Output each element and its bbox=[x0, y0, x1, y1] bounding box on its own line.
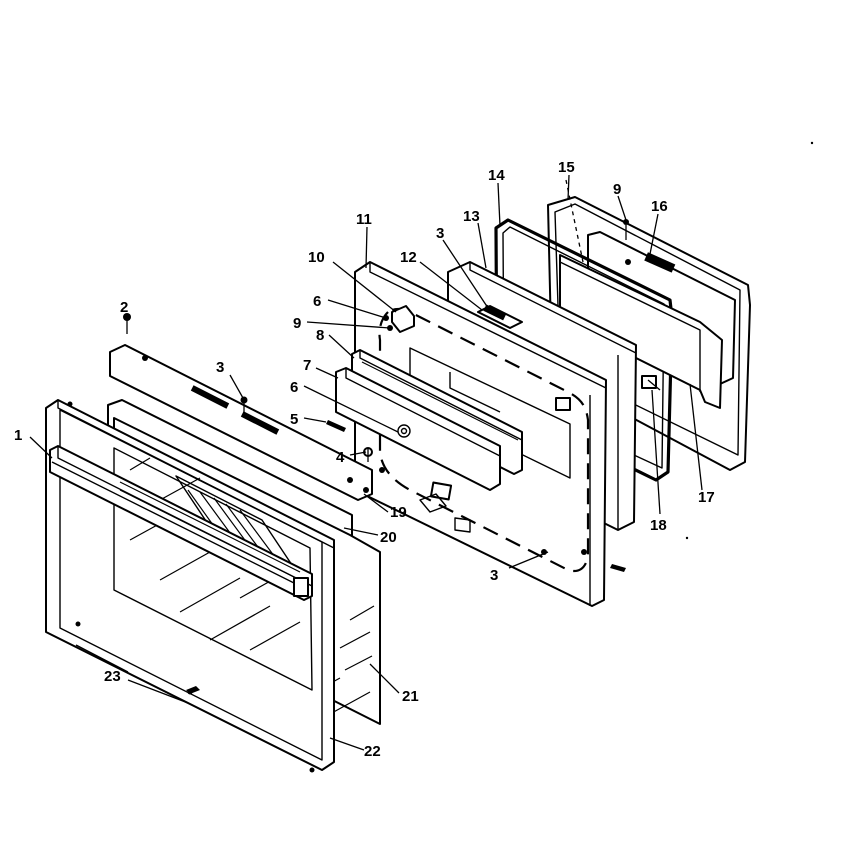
callout-9: 9 bbox=[613, 181, 621, 198]
part-19-trim-rail bbox=[109, 344, 373, 501]
callout-22: 22 bbox=[364, 743, 381, 760]
callout-16: 16 bbox=[651, 198, 668, 215]
part-18-clip bbox=[641, 375, 661, 391]
callout-2: 2 bbox=[120, 299, 128, 316]
callout-labels: 1 2 3 3 3 4 5 6 6 7 8 9 9 10 11 12 13 14… bbox=[14, 159, 715, 760]
callout-7: 7 bbox=[303, 357, 311, 374]
part-9-screw-right bbox=[623, 219, 629, 240]
part-7-reflector-panel bbox=[335, 367, 501, 491]
callout-15: 15 bbox=[558, 159, 575, 176]
callout-13: 13 bbox=[463, 208, 480, 225]
callout-9: 9 bbox=[293, 315, 301, 332]
callout-6: 6 bbox=[290, 379, 298, 396]
callout-17: 17 bbox=[698, 489, 715, 506]
callout-4: 4 bbox=[336, 449, 345, 466]
callout-19: 19 bbox=[390, 504, 407, 521]
callout-8: 8 bbox=[316, 327, 324, 344]
part-3-screw-lower bbox=[610, 564, 626, 572]
callout-21: 21 bbox=[402, 688, 419, 705]
callout-6: 6 bbox=[313, 293, 321, 310]
callout-23: 23 bbox=[104, 668, 121, 685]
callout-12: 12 bbox=[400, 249, 417, 266]
callout-5: 5 bbox=[290, 411, 298, 428]
part-4-screw bbox=[363, 447, 373, 462]
callout-18: 18 bbox=[650, 517, 667, 534]
callout-3: 3 bbox=[216, 359, 224, 376]
callout-10: 10 bbox=[308, 249, 325, 266]
callout-14: 14 bbox=[488, 167, 505, 184]
stray-mark bbox=[810, 141, 814, 145]
callout-20: 20 bbox=[380, 529, 397, 546]
callout-3: 3 bbox=[490, 567, 498, 584]
part-3-screw-upper-left bbox=[240, 396, 248, 414]
callout-1: 1 bbox=[14, 427, 22, 444]
part-1-door-handle bbox=[49, 445, 313, 601]
part-5-screw bbox=[326, 420, 346, 432]
leader-lines bbox=[29, 174, 703, 751]
stray-mark bbox=[685, 536, 689, 540]
callout-3: 3 bbox=[436, 225, 444, 242]
callout-11: 11 bbox=[356, 211, 372, 228]
